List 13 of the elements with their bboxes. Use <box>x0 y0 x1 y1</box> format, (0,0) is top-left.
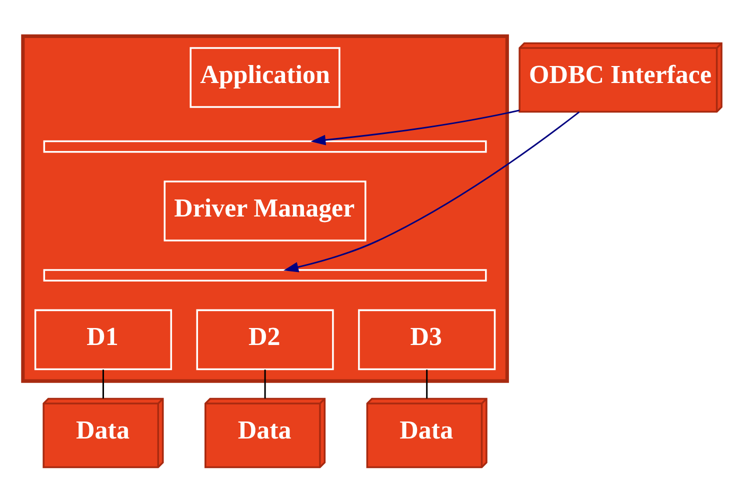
node-box: Driver Manager <box>164 180 366 242</box>
node-box: D1 <box>34 309 172 370</box>
arrow <box>310 110 520 146</box>
cluster <box>21 34 509 383</box>
node-bar <box>43 269 487 282</box>
connector <box>426 370 428 398</box>
connector <box>264 370 266 398</box>
node-box: D2 <box>196 309 334 370</box>
connector <box>102 370 104 398</box>
node-bar <box>43 140 487 153</box>
node-box: Application <box>190 47 340 108</box>
node-box: D3 <box>358 309 496 370</box>
arrow <box>284 111 580 272</box>
